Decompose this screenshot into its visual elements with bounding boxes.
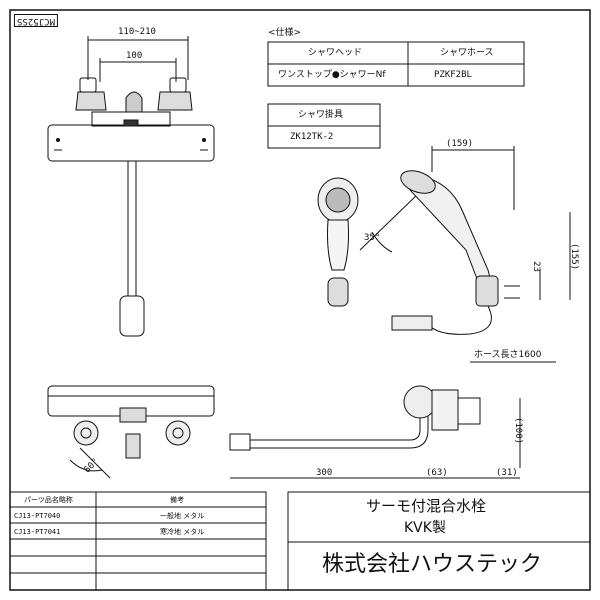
parts-row-note: 一般地 メタル bbox=[160, 512, 205, 520]
dim-pitch-range: 110~210 bbox=[118, 27, 156, 37]
top-view bbox=[47, 385, 215, 479]
spout-view bbox=[229, 385, 521, 479]
dim-hose-length: ホース長さ1600 bbox=[474, 350, 542, 360]
dim-hose-small: 23 bbox=[530, 261, 541, 272]
spec-header-hose: シャワホース bbox=[440, 48, 494, 58]
dim-pitch: 100 bbox=[126, 51, 143, 61]
parts-col2-header: 備考 bbox=[170, 496, 184, 504]
spec-table bbox=[267, 41, 525, 149]
spec-value-hose: PZKF2BL bbox=[434, 70, 472, 80]
dim-spout-63: (63) bbox=[426, 468, 448, 478]
shower-head-views bbox=[317, 146, 571, 363]
dim-hose-h: (155) bbox=[569, 242, 580, 271]
spec-heading: <仕様> bbox=[268, 28, 302, 38]
spec-value-head: ワンストップ●シャワーNf bbox=[278, 70, 386, 80]
model-code: MCJ52SS bbox=[14, 14, 58, 27]
parts-row-note: 寒冷地 メタル bbox=[160, 528, 205, 536]
title-block bbox=[287, 491, 591, 591]
dim-angle: 35° bbox=[364, 233, 381, 243]
dim-spout-h: (100) bbox=[513, 416, 524, 445]
dim-spout-len: 300 bbox=[316, 468, 333, 478]
parts-row-code: CJ13-PT7041 bbox=[14, 528, 61, 536]
parts-row-code: CJ13-PT7040 bbox=[14, 512, 61, 520]
dim-hose-box: (159) bbox=[446, 139, 474, 149]
front-view bbox=[47, 36, 215, 337]
holder-value: ZK12TK-2 bbox=[290, 132, 334, 142]
title-company: 株式会社ハウステック bbox=[322, 552, 543, 577]
title-maker: KVK製 bbox=[404, 520, 446, 536]
spec-header-head: シャワヘッド bbox=[308, 48, 363, 58]
holder-header: シャワ掛具 bbox=[298, 110, 344, 120]
title-product: サーモ付混合水栓 bbox=[366, 497, 487, 515]
parts-table bbox=[9, 491, 267, 591]
dim-spout-31: (31) bbox=[496, 468, 518, 478]
parts-col1-header: パーツ品名略称 bbox=[24, 496, 73, 504]
